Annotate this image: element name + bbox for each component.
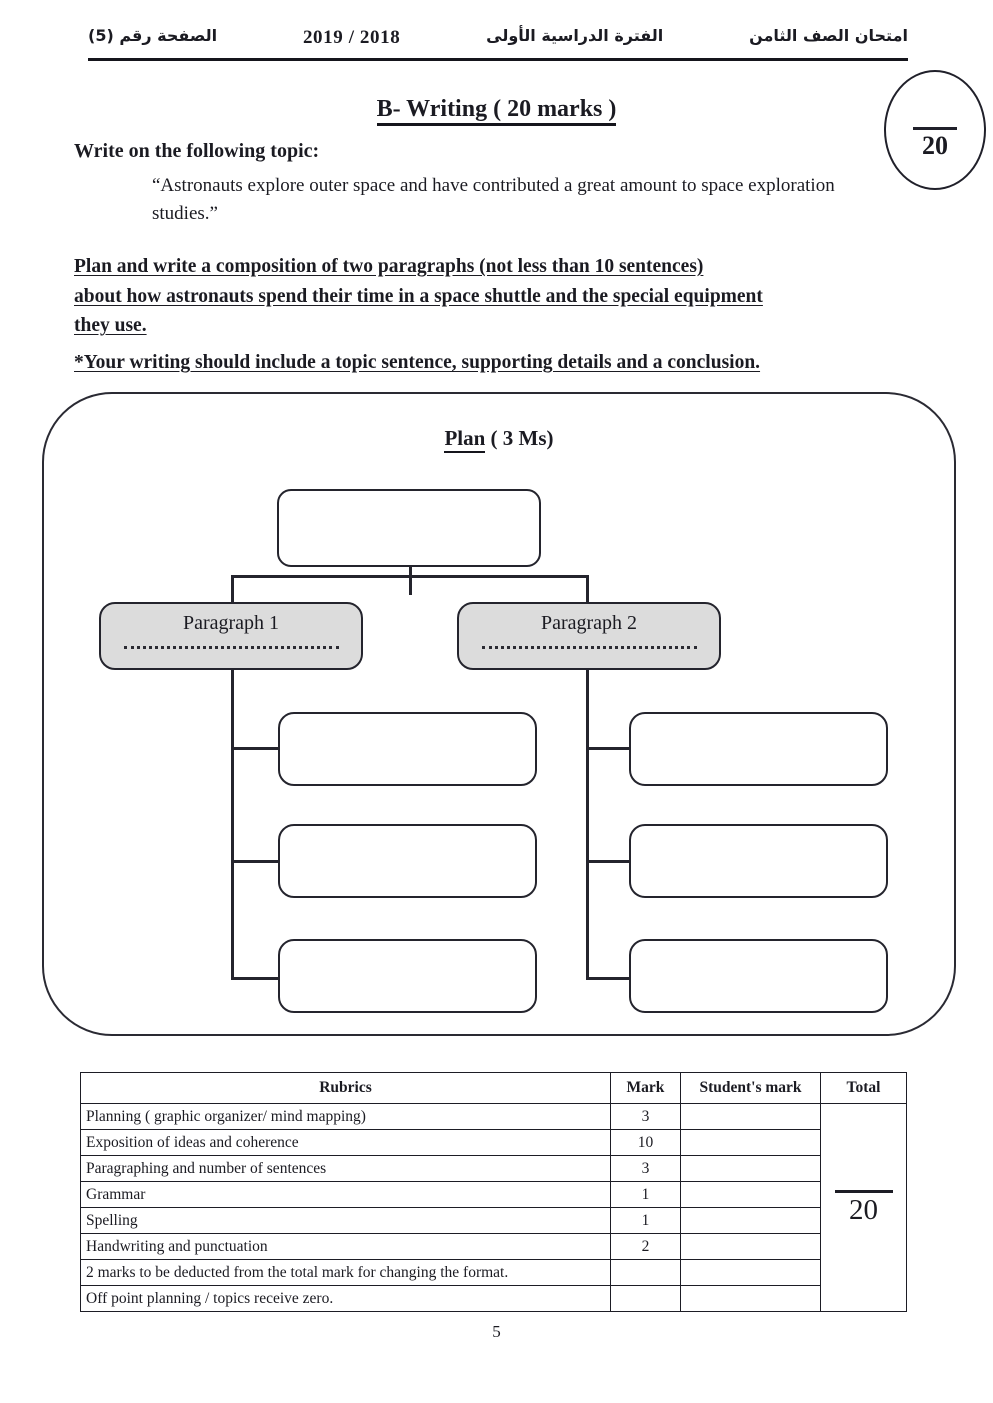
plan-heading-rest: ( 3 Ms) (485, 426, 554, 450)
paragraph-2-detail-box-1[interactable] (629, 712, 888, 786)
connector-left-spine (231, 670, 234, 980)
rubric-criterion: Paragraphing and number of sentences (80, 1155, 611, 1182)
table-row: Off point planning / topics receive zero… (80, 1285, 907, 1312)
rubric-mark (610, 1259, 681, 1286)
topic-quote: “Astronauts explore outer space and have… (152, 175, 835, 224)
rubric-mark: 1 (610, 1181, 681, 1208)
connector-top-stem (409, 567, 412, 595)
rubric-criterion: 2 marks to be deducted from the total ma… (80, 1259, 611, 1286)
task-line-3: they use. (74, 315, 147, 337)
paragraph-2-detail-box-2[interactable] (629, 824, 888, 898)
rubrics-table: Rubrics Mark Student's mark Total Planni… (80, 1072, 907, 1312)
table-row: 2 marks to be deducted from the total ma… (80, 1259, 907, 1286)
rubric-criterion: Planning ( graphic organizer/ mind mappi… (80, 1103, 611, 1130)
table-row: Planning ( graphic organizer/ mind mappi… (80, 1103, 907, 1312)
organizer-top-node[interactable] (277, 489, 541, 567)
header-page-label: الصفحة رقم (5) (88, 26, 218, 45)
connector-left-stub-2 (231, 860, 281, 863)
graphic-organizer: Plan ( 3 Ms) Paragraph 1 Paragraph 2 (42, 392, 956, 1036)
rubrics-col-student-mark: Student's mark (680, 1072, 821, 1104)
rubric-mark: 2 (610, 1233, 681, 1260)
table-row: Paragraphing and number of sentences 3 (80, 1155, 907, 1182)
table-row: Spelling 1 (80, 1207, 907, 1234)
task-line-1: Plan and write a composition of two para… (74, 256, 704, 277)
rubric-mark: 1 (610, 1207, 681, 1234)
rubrics-col-total: Total (820, 1072, 907, 1104)
rubrics-col-mark: Mark (610, 1072, 681, 1104)
rubrics-col-criterion: Rubrics (80, 1072, 611, 1104)
fraction-bar-icon (913, 126, 957, 130)
rubric-mark (610, 1285, 681, 1312)
rubric-criterion: Exposition of ideas and coherence (80, 1129, 611, 1156)
total-fraction: 20 (826, 1190, 901, 1225)
header-years: 2019 / 2018 (302, 27, 401, 48)
table-row: Handwriting and punctuation 2 (80, 1233, 907, 1260)
mark-denominator: 20 (922, 130, 948, 160)
plan-heading-underlined: Plan (444, 426, 486, 453)
connector-left-stub-1 (231, 747, 281, 750)
rubric-student-mark[interactable] (680, 1259, 821, 1286)
paragraph-2-label: Paragraph 2 (540, 612, 638, 634)
rubric-student-mark[interactable] (680, 1129, 821, 1156)
rubric-student-mark[interactable] (680, 1207, 821, 1234)
rubric-student-mark[interactable] (680, 1285, 821, 1312)
write-instruction: Write on the following topic: (74, 140, 320, 162)
rubric-student-mark[interactable] (680, 1181, 821, 1208)
page-header: امتحان الصف الثامن الفترة الدراسية الأول… (88, 26, 908, 61)
section-title-text: B- Writing ( 20 marks ) (376, 96, 617, 126)
connector-right-spine (586, 670, 589, 980)
task-note: *Your writing should include a topic sen… (74, 352, 761, 373)
rubrics-header-row: Rubrics Mark Student's mark Total (80, 1072, 907, 1104)
paragraph-2-dotted-line (481, 645, 697, 649)
page-number: 5 (492, 1322, 501, 1341)
rubric-mark: 10 (610, 1129, 681, 1156)
rubric-criterion: Spelling (80, 1207, 611, 1234)
table-row: Exposition of ideas and coherence 10 (80, 1129, 907, 1156)
rubric-criterion: Grammar (80, 1181, 611, 1208)
connector-bus-right-drop (586, 575, 589, 605)
paragraph-1-dotted-line (123, 645, 339, 649)
connector-bus-left-drop (231, 575, 234, 605)
header-exam-title: امتحان الصف الثامن (749, 26, 908, 45)
total-value: 20 (849, 1193, 878, 1226)
rubric-total-cell[interactable]: 20 (820, 1103, 907, 1312)
total-fraction-bar-icon (834, 1190, 893, 1193)
rubric-mark: 3 (610, 1103, 681, 1130)
task-instructions: Plan and write a composition of two para… (74, 252, 934, 341)
connector-left-stub-3 (231, 977, 281, 980)
paragraph-1-detail-box-1[interactable] (278, 712, 537, 786)
rubric-criterion: Handwriting and punctuation (80, 1233, 611, 1260)
plan-heading: Plan ( 3 Ms) (44, 426, 954, 453)
connector-right-stub-2 (586, 860, 632, 863)
rubric-student-mark[interactable] (680, 1233, 821, 1260)
paragraph-2-node[interactable]: Paragraph 2 (457, 602, 721, 670)
header-term: الفترة الدراسية الأولى (486, 26, 664, 45)
paragraph-1-label: Paragraph 1 (182, 612, 280, 634)
rubric-mark: 3 (610, 1155, 681, 1182)
rubric-criterion: Off point planning / topics receive zero… (80, 1285, 611, 1312)
paragraph-1-detail-box-2[interactable] (278, 824, 537, 898)
mark-fraction: 20 (913, 118, 957, 161)
connector-horizontal-bus (231, 575, 589, 578)
rubric-student-mark[interactable] (680, 1155, 821, 1182)
paragraph-2-detail-box-3[interactable] (629, 939, 888, 1013)
mark-oval: 20 (884, 70, 986, 190)
table-row: Grammar 1 (80, 1181, 907, 1208)
rubrics-table-wrapper: Rubrics Mark Student's mark Total Planni… (80, 1072, 907, 1312)
paragraph-1-detail-box-3[interactable] (278, 939, 537, 1013)
task-line-2: about how astronauts spend their time in… (74, 285, 763, 307)
paragraph-1-node[interactable]: Paragraph 1 (99, 602, 363, 670)
section-title: B- Writing ( 20 marks ) (0, 96, 993, 126)
connector-right-stub-3 (586, 977, 632, 980)
connector-right-stub-1 (586, 747, 632, 750)
rubric-student-mark[interactable] (680, 1103, 821, 1130)
